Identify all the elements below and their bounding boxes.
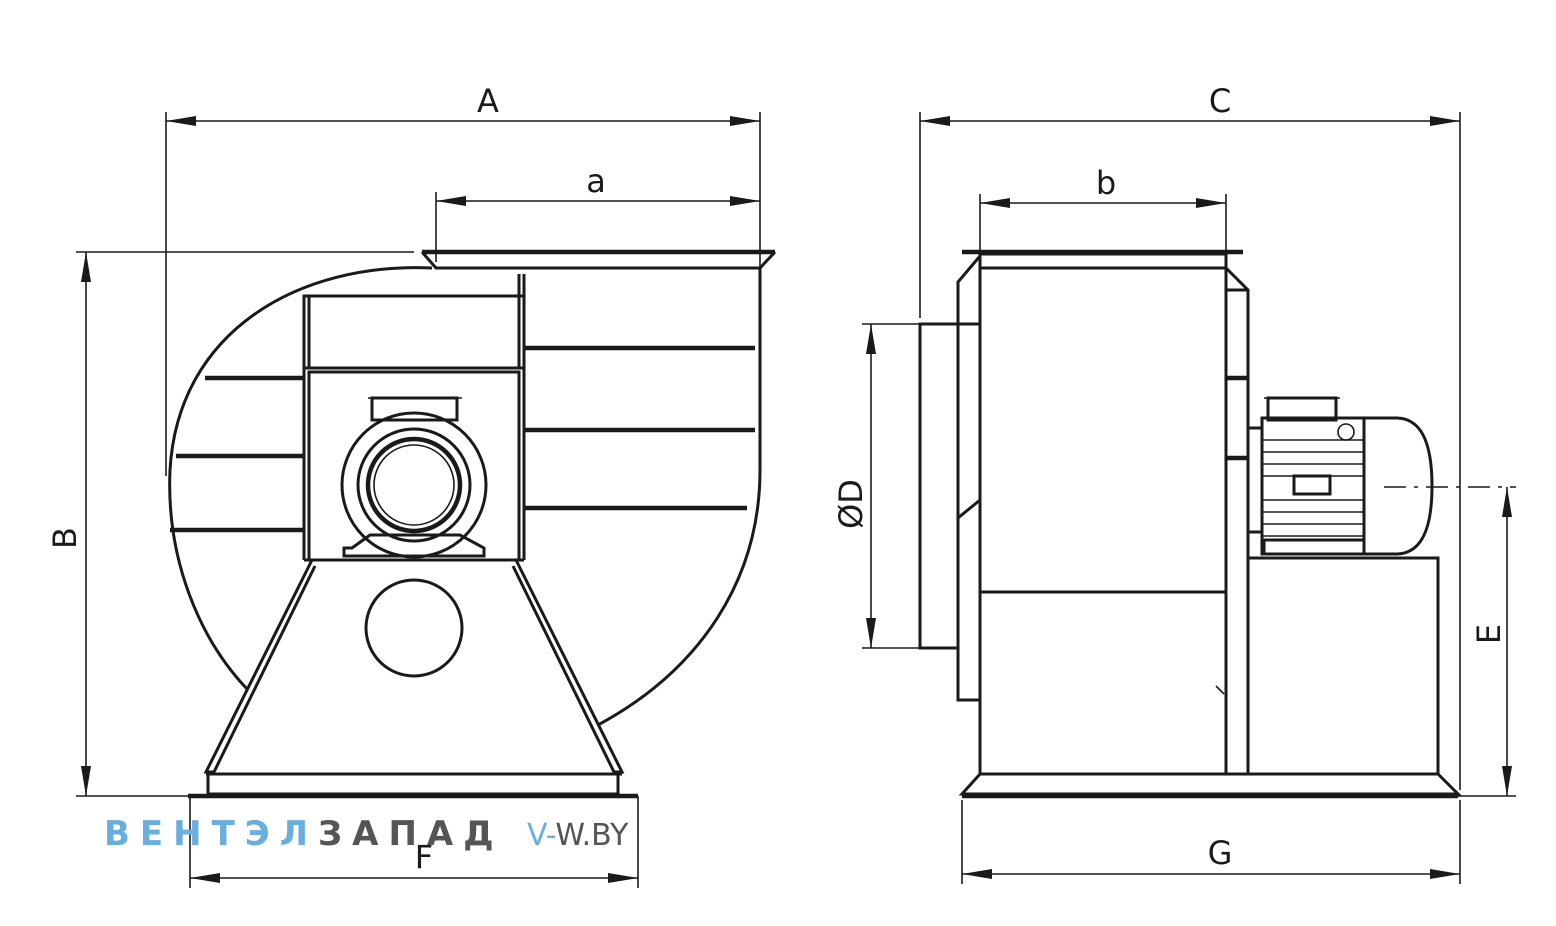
side-view (918, 249, 1516, 799)
front-view (168, 249, 777, 799)
dim-label-B: B (46, 527, 84, 549)
dim-label-a: a (586, 162, 606, 200)
dim-label-G: G (1208, 834, 1233, 872)
dim-label-E: E (1470, 624, 1508, 644)
motor-front (340, 396, 488, 559)
motor-side (1246, 396, 1434, 556)
scroll-housing (168, 266, 433, 692)
watermark-part1: ВЕНТЭЛ (104, 814, 318, 854)
svg-text:V-W.BY: V-W.BY (527, 818, 629, 853)
svg-text:ВЕНТЭЛЗАПАД: ВЕНТЭЛЗАПАД (104, 814, 504, 854)
front-dimensions: A a B F (46, 82, 761, 888)
side-dimensions: C b ØD E G (832, 82, 1516, 884)
dim-label-F: F (415, 838, 433, 876)
dim-label-b: b (1096, 164, 1116, 202)
inlet-cone-side (918, 322, 960, 650)
base-plate (206, 772, 620, 796)
watermark: ВЕНТЭЛЗАПАД V-W.BY (104, 814, 629, 854)
watermark-part2: ЗАПАД (318, 814, 504, 854)
watermark-site-rest: W.BY (555, 818, 629, 853)
watermark-site-prefix: V- (527, 818, 556, 853)
dim-label-D: ØD (832, 479, 870, 529)
scroll-housing-right (597, 268, 762, 727)
fan-housing-side (978, 266, 1228, 776)
inlet-opening (364, 578, 464, 678)
dim-label-C: C (1209, 82, 1231, 120)
dim-label-A: A (477, 82, 499, 120)
side-base-plate (958, 772, 1462, 796)
motor-base (1246, 556, 1440, 776)
